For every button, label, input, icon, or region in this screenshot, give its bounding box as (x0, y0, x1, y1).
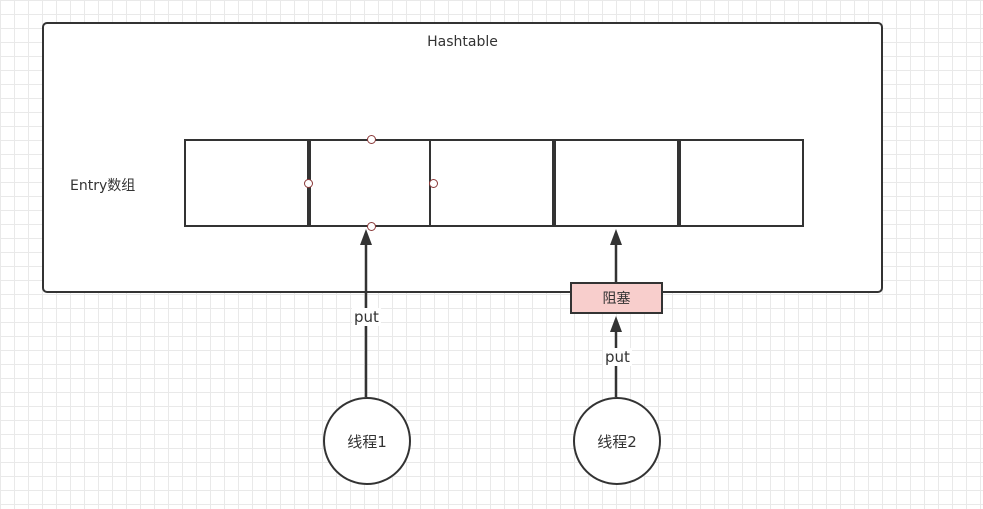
put-label-1: put (352, 308, 381, 326)
hashtable-title: Hashtable (427, 34, 498, 50)
put-arrow-1-head (360, 229, 372, 245)
array-cell-4[interactable] (554, 139, 679, 227)
array-cell-2[interactable] (309, 139, 434, 227)
selection-handle-bottom[interactable] (367, 222, 376, 231)
thread-1-label: 线程1 (347, 432, 387, 451)
selection-handle-left[interactable] (304, 179, 313, 188)
array-cell-3[interactable] (429, 139, 554, 227)
selection-handle-right[interactable] (429, 179, 438, 188)
put-label-2: put (603, 348, 632, 366)
blocked-box[interactable]: 阻塞 (570, 282, 663, 314)
array-cell-5[interactable] (679, 139, 804, 227)
blocked-arrow-head (610, 229, 622, 245)
selection-handle-top[interactable] (367, 135, 376, 144)
thread-1-node[interactable]: 线程1 (323, 397, 411, 485)
entry-array-label: Entry数组 (70, 178, 136, 194)
thread-2-node[interactable]: 线程2 (573, 397, 661, 485)
blocked-label: 阻塞 (602, 291, 631, 307)
put-arrow-2-head (610, 316, 622, 332)
thread-2-label: 线程2 (597, 432, 637, 451)
